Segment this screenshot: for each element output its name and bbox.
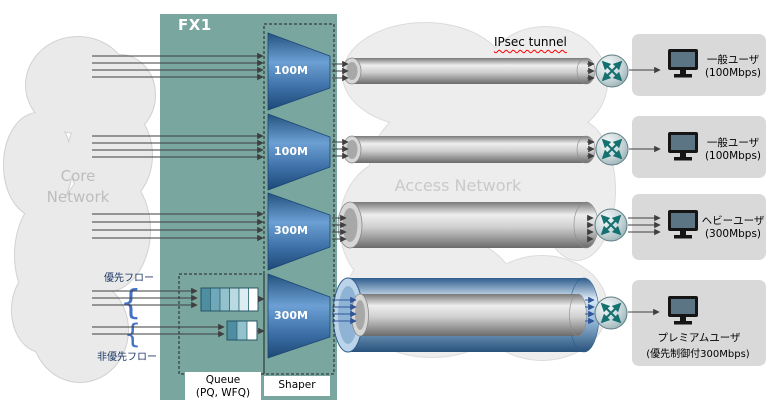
- non-priority-flow-in: [92, 323, 225, 338]
- pipe-3: [337, 201, 599, 249]
- user-1-speed: (100Mbps): [704, 67, 762, 79]
- priority-flow-label: 優先フロー: [104, 273, 154, 284]
- queue-to-shaper: [257, 295, 265, 335]
- user-box-3: [632, 194, 766, 260]
- pipe-4-premium-tunnel: [332, 277, 600, 353]
- user-4-speed: (優先制御付300Mbps): [646, 349, 750, 360]
- shaper-dashed-box: [263, 23, 335, 375]
- user-4-name: プレミアムユーザ: [657, 332, 741, 344]
- queue-subtitle: (PQ, WFQ): [195, 387, 251, 399]
- shaper-rate-4: 300M: [274, 309, 308, 322]
- shaper-out-3: [332, 214, 347, 243]
- shaper-out-4-premium: [332, 296, 357, 325]
- access-network-label: Access Network: [394, 176, 522, 195]
- shaper-out-2: [332, 138, 349, 160]
- user-3-name: ヘビーユーザ: [701, 215, 765, 227]
- router-4-icon: [595, 297, 627, 329]
- user-3-speed: (300Mbps): [704, 228, 762, 240]
- queue-title: Queue: [205, 374, 241, 386]
- router-to-user-3: [628, 214, 661, 236]
- router-1-icon: [596, 55, 628, 87]
- non-priority-queue: [226, 320, 258, 341]
- shaper-funnel-1: [267, 32, 331, 111]
- pipe-out-4-premium: [585, 296, 595, 325]
- pipe-out-2: [587, 138, 595, 160]
- flow-in-group-1: [92, 52, 264, 81]
- flow-in-group-2: [92, 132, 264, 161]
- user-1-name: 一般ユーザ: [706, 54, 760, 66]
- fx1-label: FX1: [178, 16, 212, 34]
- user-box-4: [632, 280, 766, 366]
- core-network-label: Core Network: [46, 167, 110, 206]
- shaper-out-1: [332, 60, 349, 82]
- router-3-icon: [595, 209, 627, 241]
- flow-in-group-3: [92, 210, 264, 242]
- priority-flow-in: [92, 287, 198, 309]
- pipe-out-3: [587, 214, 594, 243]
- pipe-4-inner-pipe: [351, 293, 587, 337]
- pipe-1: [342, 57, 596, 85]
- user-box-1: [632, 34, 766, 96]
- shaper-rate-3: 300M: [274, 224, 308, 237]
- non-priority-flow-label: 非優先フロー: [97, 352, 157, 363]
- pipe-out-1: [587, 60, 595, 82]
- shaper-label-bg: [264, 376, 330, 396]
- queue-label-bg: [185, 372, 261, 402]
- priority-brace: {: [120, 283, 142, 323]
- ipsec-tunnel-label: IPsec tunnel: [494, 35, 567, 49]
- shaper-rate-1: 100M: [274, 64, 308, 77]
- shaper-rate-2: 100M: [274, 145, 308, 158]
- priority-queue: [200, 287, 259, 312]
- user-box-2: [632, 116, 766, 178]
- shaper-funnel-2: [267, 113, 331, 191]
- shaper-title: Shaper: [278, 379, 316, 391]
- user-2-name: 一般ユーザ: [706, 137, 760, 149]
- shaper-funnel-3: [267, 192, 331, 271]
- user-2-speed: (100Mbps): [704, 150, 762, 162]
- pipe-2: [342, 135, 596, 164]
- router-2-icon: [596, 133, 628, 165]
- shaper-funnel-4: [267, 273, 331, 359]
